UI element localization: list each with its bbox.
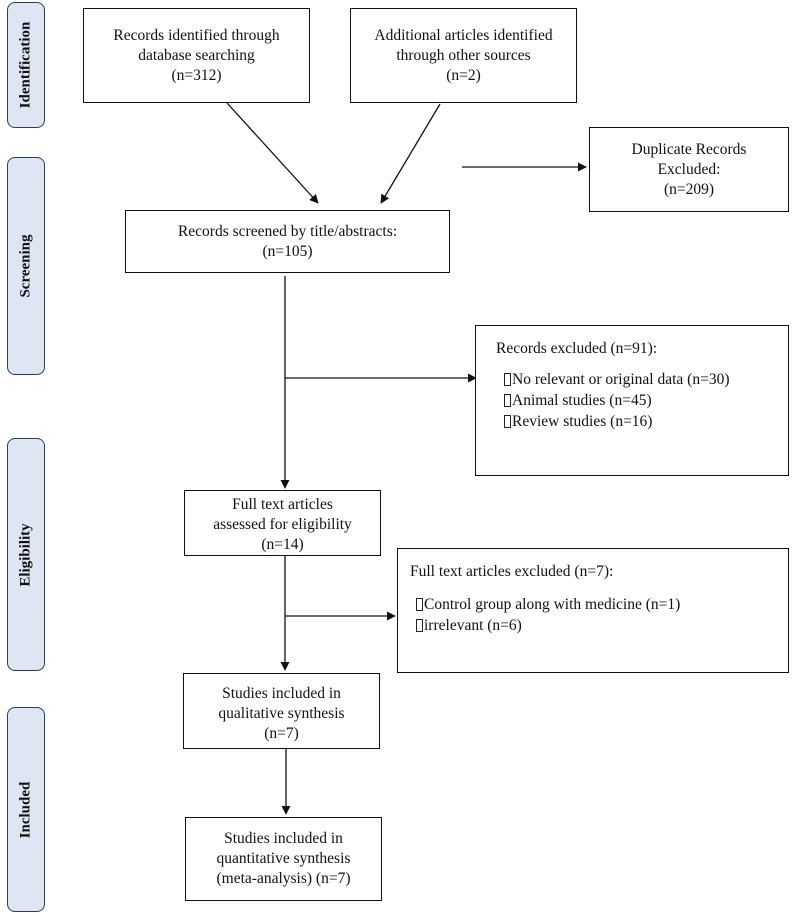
records-excluded-box: Records excluded (n=91): No relevant or … bbox=[475, 325, 789, 476]
stage-tab-identification: Identification bbox=[7, 2, 45, 128]
records-excluded-title: Records excluded (n=91): bbox=[496, 340, 658, 357]
stage-tab-screening: Screening bbox=[7, 157, 45, 375]
other-sources-box: Additional articles identified through o… bbox=[350, 8, 577, 103]
empty-box-bullet-icon bbox=[416, 619, 423, 632]
other-sources-line-2: through other sources bbox=[396, 46, 531, 64]
empty-box-bullet-icon bbox=[504, 415, 511, 428]
full-text-excluded-reason-2: irrelevant (n=6) bbox=[424, 617, 522, 634]
records-excluded-reason-2: Animal studies (n=45) bbox=[512, 392, 652, 409]
screened-records-box: Records screened by title/abstracts: (n=… bbox=[125, 210, 450, 273]
database-records-line-2: database searching bbox=[138, 46, 255, 64]
full-text-assessed-box: Full text articles assessed for eligibil… bbox=[184, 490, 381, 556]
list-item: Animal studies (n=45) bbox=[504, 390, 788, 411]
qualitative-count: (n=7) bbox=[264, 725, 299, 742]
database-records-line-1: Records identified through bbox=[113, 26, 280, 44]
screened-count: (n=105) bbox=[262, 242, 313, 260]
qualitative-synthesis-box: Studies included in qualitative synthesi… bbox=[183, 673, 380, 749]
full-text-excluded-title: Full text articles excluded (n=7): bbox=[410, 563, 614, 580]
records-excluded-reason-3: Review studies (n=16) bbox=[512, 413, 653, 430]
stage-tab-included: Included bbox=[7, 707, 45, 912]
list-item: No relevant or original data (n=30) bbox=[504, 369, 788, 390]
quantitative-synthesis-box: Studies included in quantitative synthes… bbox=[185, 817, 382, 901]
full-text-excluded-list: Control group along with medicine (n=1) … bbox=[416, 594, 788, 636]
full-text-excluded-box: Full text articles excluded (n=7): Contr… bbox=[397, 548, 789, 673]
qualitative-line-1: Studies included in bbox=[222, 685, 341, 702]
arrow-database-to-screened bbox=[226, 102, 319, 204]
quantitative-line-2: quantitative synthesis bbox=[216, 850, 351, 867]
screened-line-1: Records screened by title/abstracts: bbox=[177, 222, 398, 240]
full-text-count: (n=14) bbox=[261, 536, 304, 553]
database-records-count: (n=312) bbox=[171, 66, 222, 84]
list-item: irrelevant (n=6) bbox=[416, 615, 788, 636]
duplicates-line-2: Excluded: bbox=[657, 160, 721, 178]
records-excluded-list: No relevant or original data (n=30) Anim… bbox=[504, 369, 788, 432]
empty-box-bullet-icon bbox=[504, 373, 511, 386]
empty-box-bullet-icon bbox=[504, 394, 511, 407]
records-excluded-reason-1: No relevant or original data (n=30) bbox=[512, 371, 730, 388]
stage-tab-eligibility: Eligibility bbox=[7, 438, 45, 671]
duplicates-count: (n=209) bbox=[663, 180, 715, 198]
quantitative-line-1: Studies included in bbox=[224, 830, 343, 847]
list-item: Review studies (n=16) bbox=[504, 411, 788, 432]
empty-box-bullet-icon bbox=[416, 598, 423, 611]
quantitative-count: (meta-analysis) (n=7) bbox=[216, 870, 351, 887]
list-item: Control group along with medicine (n=1) bbox=[416, 594, 788, 615]
full-text-line-2: assessed for eligibility bbox=[213, 516, 352, 533]
arrow-other-to-screened bbox=[380, 103, 441, 204]
other-sources-line-1: Additional articles identified bbox=[374, 26, 553, 44]
full-text-excluded-reason-1: Control group along with medicine (n=1) bbox=[424, 596, 681, 613]
database-records-box: Records identified through database sear… bbox=[83, 8, 310, 103]
full-text-line-1: Full text articles bbox=[232, 496, 333, 513]
duplicates-line-1: Duplicate Records bbox=[631, 140, 747, 158]
duplicates-excluded-box: Duplicate Records Excluded: (n=209) bbox=[589, 127, 789, 212]
other-sources-count: (n=2) bbox=[446, 66, 481, 84]
qualitative-line-2: qualitative synthesis bbox=[218, 705, 345, 722]
